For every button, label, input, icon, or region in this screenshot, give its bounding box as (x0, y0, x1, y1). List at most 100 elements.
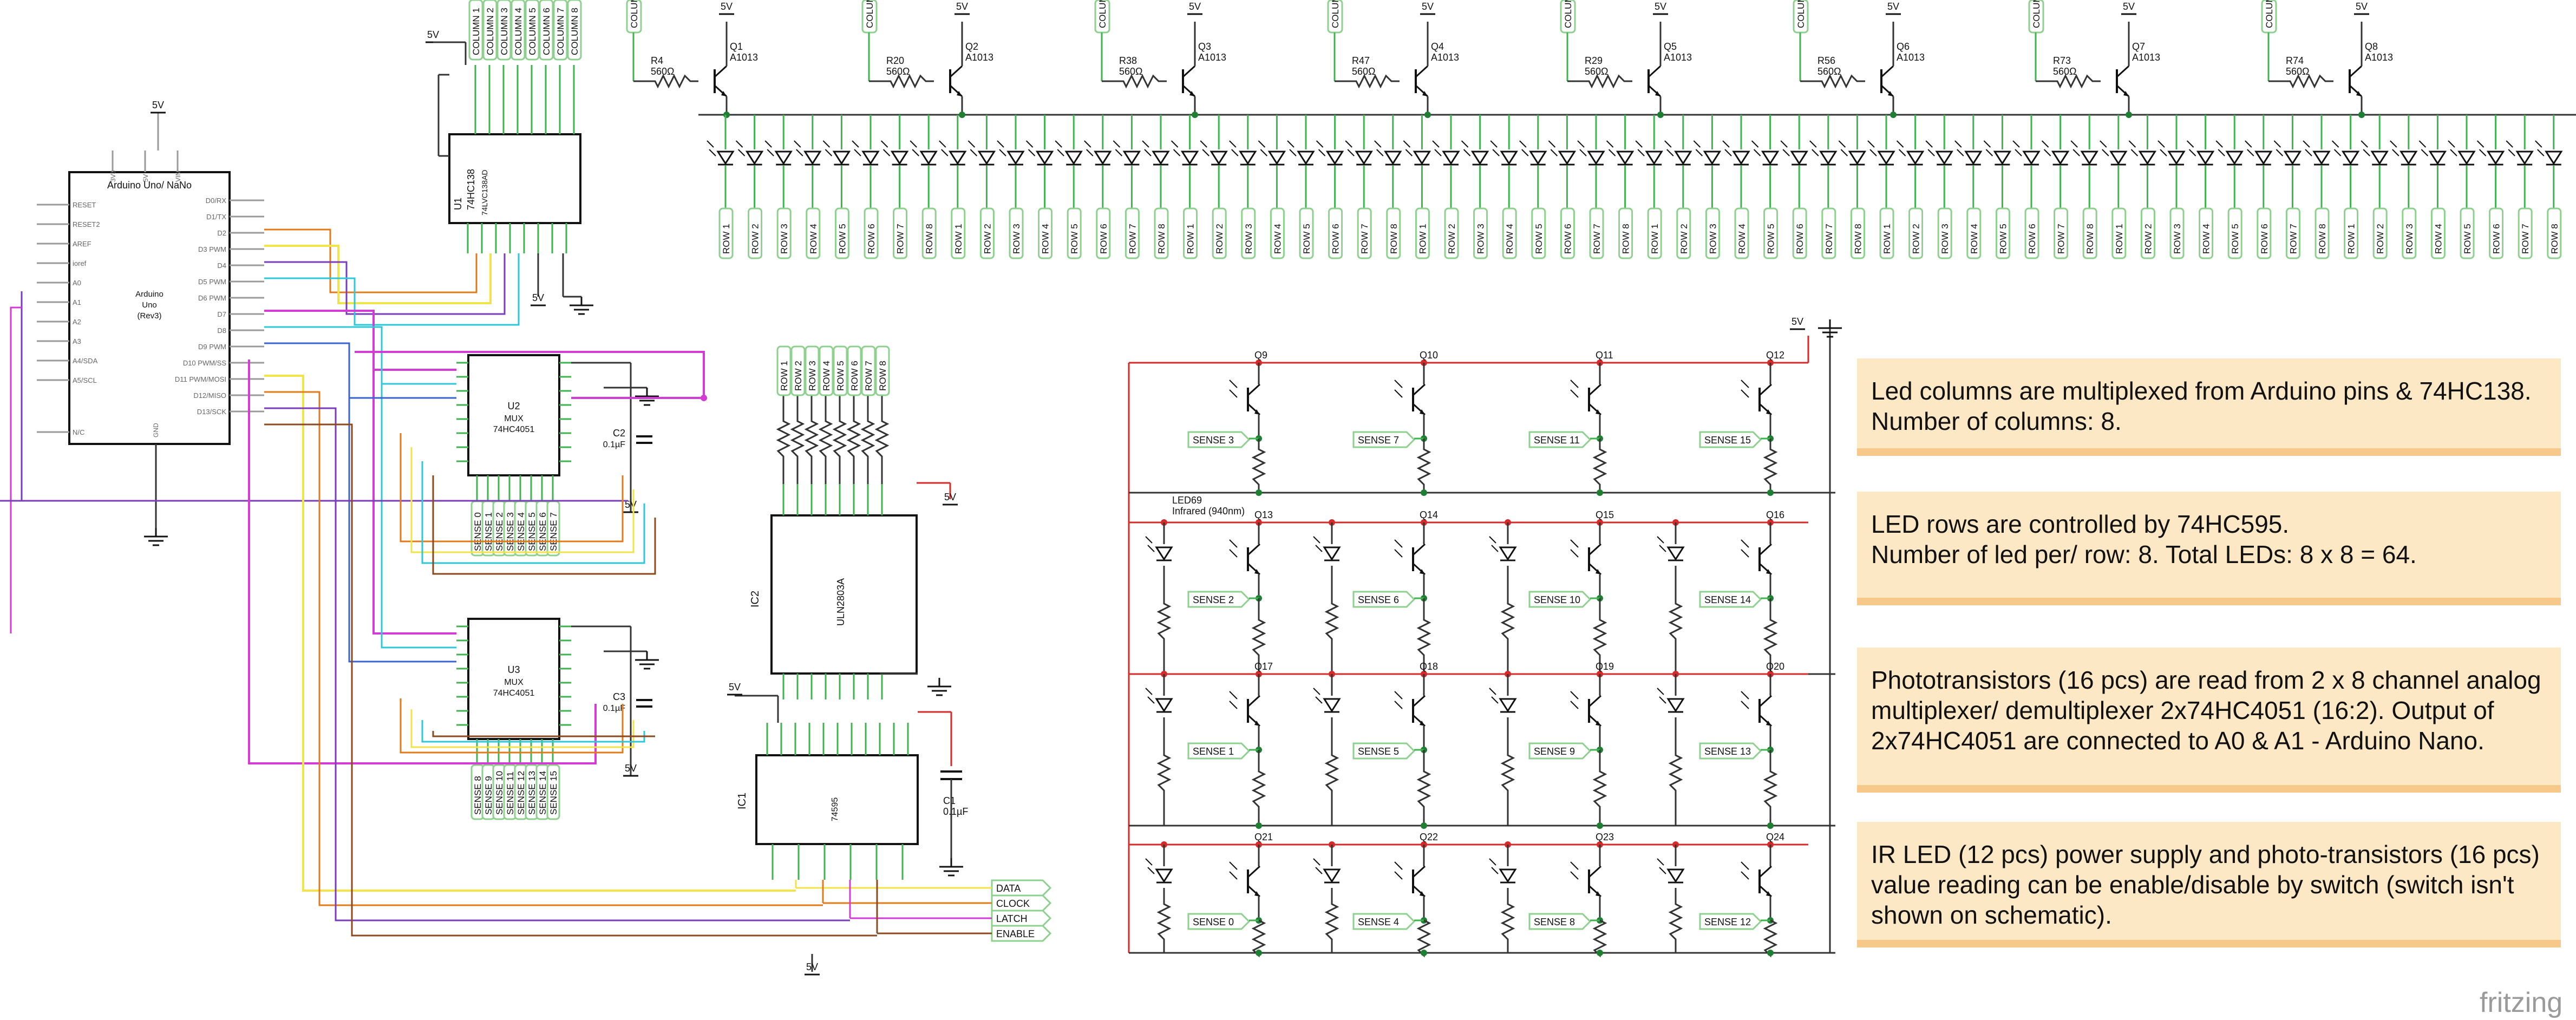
arduino-pin-label: D7 (217, 310, 226, 318)
sense-net-label-tag (1352, 913, 1416, 930)
resistor-value: 560Ω (1585, 66, 1609, 77)
mux-a-sense-label: SENSE 3 (505, 512, 515, 551)
phototransistor-collector (1412, 865, 1426, 878)
row-resistor (804, 391, 819, 484)
phototransistor-ref: Q24 (1766, 832, 1784, 842)
led-rays (1345, 140, 1355, 156)
led-row-net-label: ROW 7 (2520, 224, 2531, 254)
note-line: Number of led per/ row: 8. Total LEDs: 8… (1871, 540, 2417, 568)
column-resistor (644, 74, 698, 89)
column-net-label: COLUMN 4 (1330, 0, 1341, 28)
led-rays (1896, 140, 1906, 156)
phototransistor-ref: Q19 (1596, 661, 1614, 672)
led-row-net-label-tag (806, 207, 821, 259)
led-row-net-label-tag (1415, 207, 1430, 259)
row-resistor (846, 391, 861, 484)
matrix-led (1267, 151, 1286, 165)
led-row-net-label: ROW 5 (1534, 224, 1544, 254)
led-row-net-label-tag (1705, 207, 1720, 259)
led-rays (939, 140, 949, 156)
led-rays (1751, 140, 1761, 156)
led-rays (1780, 140, 1790, 156)
ir-led (1666, 546, 1685, 561)
led-rays (1084, 140, 1094, 156)
resistor-ref: R56 (1817, 55, 1835, 66)
transistor-part: A1013 (730, 52, 758, 63)
control-signal-label: DATA (996, 883, 1021, 894)
matrix-led (1732, 151, 1750, 165)
driver-row-label: ROW 5 (835, 361, 846, 391)
matrix-led (1209, 151, 1228, 165)
led-rays (1838, 140, 1848, 156)
matrix-led (1703, 151, 1722, 165)
driver-row-label: ROW 6 (849, 361, 860, 391)
led-row-net-label-tag (1328, 207, 1343, 259)
led-rays (1258, 140, 1268, 156)
mux-wire-magenta (372, 370, 456, 635)
matrix-led (1470, 151, 1489, 165)
shift-register-chip (755, 754, 919, 845)
ir-led (1499, 546, 1517, 561)
matrix-led (1152, 151, 1170, 165)
light-arrows (1229, 539, 1238, 558)
led-row-net-label: ROW 1 (2114, 224, 2124, 254)
mux-b-part: 74HC4051 (493, 689, 535, 698)
mux-a-part: MUX (504, 414, 524, 423)
phototransistor-ref: Q16 (1766, 509, 1784, 520)
matrix-led (1500, 151, 1518, 165)
led-row-net-label-tag (1647, 207, 1662, 259)
ir-led (1155, 698, 1173, 712)
phototransistor (1420, 721, 1425, 726)
column-junction (2126, 112, 2132, 118)
arduino-pin-label: D6 PWM (198, 294, 226, 302)
led-rays (1606, 140, 1616, 156)
led-row-net-label: ROW 6 (2492, 224, 2502, 254)
transistor-collector (2349, 65, 2363, 78)
sense-net-label-tag (1699, 742, 1762, 760)
row-resistor (860, 391, 875, 484)
led-row-net-label-tag (1676, 207, 1691, 259)
led-row-net-label-tag (979, 207, 995, 259)
column-transistor (2123, 91, 2129, 96)
phototransistor-collector (1247, 865, 1261, 878)
driver-row-label: ROW 1 (779, 361, 789, 391)
ground-junction (1767, 489, 1774, 496)
led-rays (1055, 140, 1064, 156)
arduino-pin-label: D13/SCK (197, 408, 227, 416)
arduino-pin-label: D3 PWM (198, 245, 226, 253)
phototransistor (1420, 891, 1425, 897)
matrix-led (2138, 151, 2157, 165)
resistor-value: 560Ω (1119, 66, 1143, 77)
control-signal-label-tag (991, 879, 1052, 897)
driver-row-label: ROW 2 (793, 361, 803, 391)
phototransistor-ref: Q12 (1766, 350, 1784, 361)
led-row-net-label-tag (834, 207, 849, 259)
led-row-net-label: ROW 4 (1737, 224, 1747, 254)
matrix-led (1616, 151, 1634, 165)
matrix-led (1355, 151, 1373, 165)
led-row-net-label: ROW 2 (2143, 224, 2153, 254)
ground-junction (1597, 489, 1603, 496)
decoder-column-label: COLUMN 3 (499, 8, 509, 55)
mux-wire-magenta (264, 310, 456, 371)
column-resistor (2047, 74, 2101, 89)
matrix-led (949, 151, 967, 165)
led-row-net-label-tag (1966, 207, 1982, 259)
led-row-net-label: ROW 1 (721, 224, 731, 254)
matrix-led (1094, 151, 1112, 165)
matrix-led (890, 151, 909, 165)
led-rays (1313, 536, 1323, 552)
sense-net-label: SENSE 10 (1534, 594, 1580, 605)
led-rays (2245, 140, 2254, 156)
matrix-led (2080, 151, 2098, 165)
matrix-led (1790, 151, 1808, 165)
mux-a-cap-ref: C2 (613, 428, 625, 439)
mux-b-ref: U3 (507, 664, 520, 675)
matrix-led (2428, 151, 2447, 165)
row-resistor (776, 391, 791, 484)
led-row-net-label-tag (2024, 207, 2039, 259)
sense-net-label-tag (1528, 431, 1592, 448)
led-rays (1145, 536, 1155, 552)
driver-row-label-tag (847, 345, 862, 396)
phototransistor (1420, 569, 1425, 574)
